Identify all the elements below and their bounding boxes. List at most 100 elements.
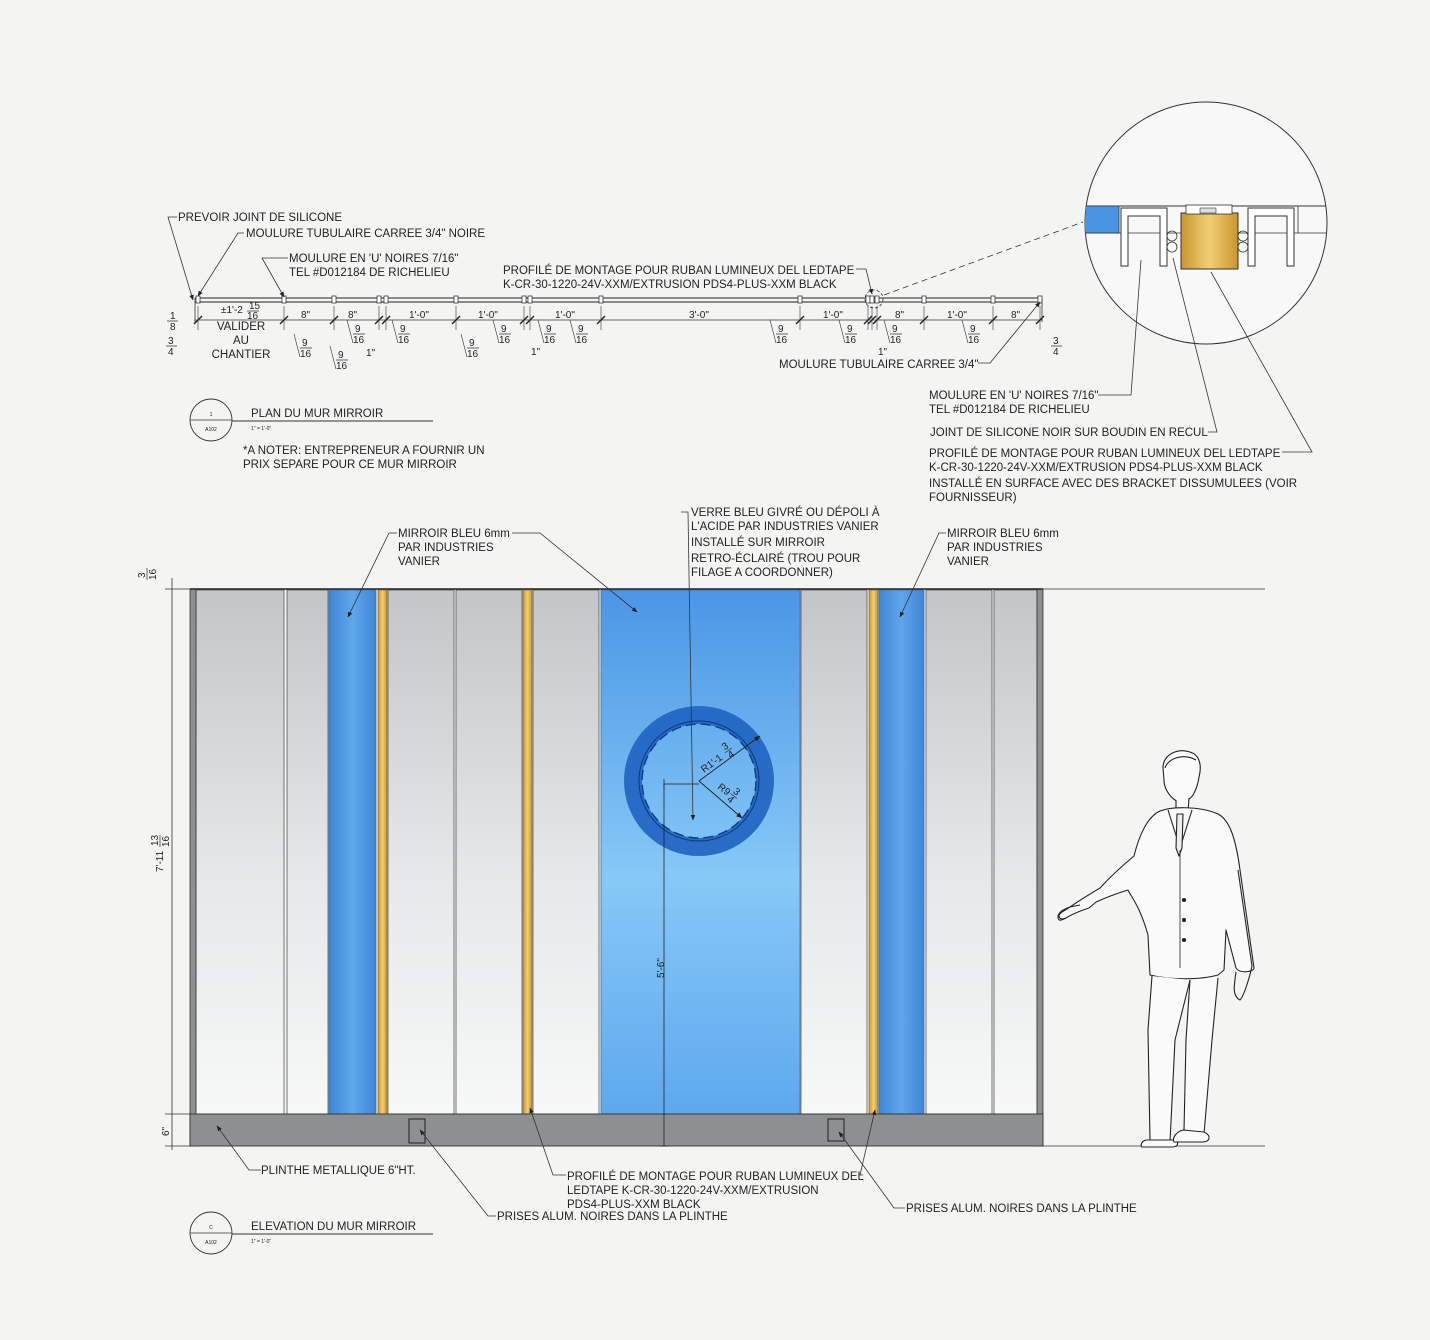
note-glass-line5: FILAGE A COORDONNER) [691, 567, 833, 579]
plan-mullion [521, 295, 527, 304]
dim-one-inch-right: 1" [878, 347, 888, 358]
detail-led-profile [1180, 212, 1239, 270]
dim-top-num: 3 [137, 572, 148, 578]
detail-backer-rod-left [1166, 230, 1178, 242]
detail-callout-leader [883, 221, 1084, 296]
detail-mirror-edge [1085, 205, 1120, 234]
plan-dimensions: ±1'-2 15 16 8" 8" 1'-0" 1'-0" 1'-0" 3'-0… [166, 301, 1062, 372]
dim-right-den: 4 [1053, 347, 1059, 358]
plan-mullion [281, 295, 287, 304]
plan-fraction-denominator: 16 [467, 349, 479, 360]
plan-fraction-leader [961, 319, 969, 344]
note-u-molding-line2: TEL #D012184 DE RICHELIEU [289, 267, 450, 279]
plan-fraction-denominator: 16 [336, 361, 348, 372]
plan-mullion [865, 295, 871, 304]
note-glass-line2: L'ACIDE PAR INDUSTRIES VANIER [691, 521, 879, 533]
plan-title-block: 1 A102 PLAN DU MUR MIRROIR 1" = 1'-0" *A… [189, 398, 485, 471]
note-mirror-right-line1: MIRROIR BLEU 6mm [947, 528, 1059, 540]
elevation-title-block: C A102 ELEVATION DU MUR MIRROIR 1" = 1'-… [189, 1211, 433, 1255]
plan-fraction-denominator: 16 [353, 335, 365, 346]
note-u-molding-line1: MOULURE EN 'U' NOIRES 7/16" [289, 253, 459, 265]
detail-u-channel-right [1247, 207, 1295, 267]
led-strip [522, 589, 533, 1115]
dim-5: 1'-0" [555, 310, 575, 321]
note-profile-line2: K-CR-30-1220-24V-XXM/EXTRUSION PDS4-PLUS… [503, 279, 837, 291]
side-trim-right [1036, 588, 1044, 1147]
plan-fraction-numerator: 9 [501, 324, 507, 335]
plan-fraction-leader [293, 333, 301, 358]
dim-6: 3'-0" [689, 310, 709, 321]
detail-backer-rod-right [1237, 230, 1249, 242]
elevation-tag-letter: C [209, 1225, 213, 1231]
dim-3: 1'-0" [409, 310, 429, 321]
plan-mullion [376, 295, 382, 304]
plan-fraction-leader [346, 319, 354, 344]
note-au: AU [233, 335, 249, 347]
dim-inner-radius-den: 4 [725, 794, 737, 806]
dim-left-top-den: 8 [170, 322, 176, 333]
dim-left-bot-num: 3 [168, 336, 174, 347]
plan-mullion [1037, 295, 1043, 304]
note-mirror-left-line2: PAR INDUSTRIES [398, 542, 494, 554]
detail-profile-line1: PROFILÉ DE MONTAGE POUR RUBAN LUMINEUX D… [929, 447, 1281, 460]
note-glass-line4: RETRO-ÉCLAIRÉ (TROU POUR [691, 552, 860, 565]
note-outlets-left: PRISES ALUM. NOIRES DANS LA PLINTHE [497, 1211, 728, 1223]
dim-first-den: 16 [247, 311, 259, 322]
note-mirror-left-line3: VANIER [398, 556, 440, 568]
dim-outer-radius-num: 3 [720, 741, 731, 753]
plan-mullion [869, 295, 875, 304]
plan-scale: 1" = 1'-0" [251, 426, 271, 432]
dim-1: 8" [301, 310, 311, 321]
note-profile-line1: PROFILÉ DE MONTAGE POUR RUBAN LUMINEUX D… [503, 264, 855, 277]
plan-fraction-numerator: 9 [469, 338, 475, 349]
grey-mirror-panel [532, 589, 600, 1115]
note-chantier: CHANTIER [212, 349, 271, 361]
note-baseboard: PLINTHE METALLIQUE 6"HT. [261, 1165, 416, 1177]
dim-4: 1'-0" [478, 310, 498, 321]
note-glass-line1: VERRE BLEU GIVRÉ OU DÉPOLI À [691, 506, 880, 519]
plan-fraction-denominator: 16 [398, 335, 410, 346]
plan-dimension-ticks [193, 306, 1045, 330]
note-profile-elev-line3: PDS4-PLUS-XXM BLACK [567, 1199, 701, 1211]
dim-one-inch-mid: 1" [531, 347, 541, 358]
plan-title: PLAN DU MUR MIRROIR [251, 408, 383, 420]
plan-fraction-denominator: 16 [544, 335, 556, 346]
plan-fraction-numerator: 9 [578, 324, 584, 335]
note-profile-elev-line2: LEDTAPE K-CR-30-1220-24V-XXM/EXTRUSION [567, 1185, 819, 1197]
dim-height-den: 16 [161, 835, 172, 847]
detail-callout-circle [864, 289, 884, 309]
grey-mirror-panel [387, 589, 455, 1115]
glass-ring [624, 706, 774, 856]
outlet-right [827, 1118, 845, 1142]
human-scale-figure [1057, 750, 1255, 1148]
plan-fraction-numerator: 9 [355, 324, 361, 335]
grey-mirror-panel [993, 589, 1038, 1115]
grey-mirror-panel [286, 589, 329, 1115]
dim-center-height: 5'-6" [656, 958, 667, 978]
elevation-scale: 1" = 1'-0" [251, 1239, 271, 1245]
note-profile-elev-line1: PROFILÉ DE MONTAGE POUR RUBAN LUMINEUX D… [567, 1170, 865, 1183]
dim-first-whole: ±1'-2 [221, 305, 243, 316]
wall-elevation [189, 588, 1265, 1147]
note-mirror-right-line2: PAR INDUSTRIES [947, 542, 1043, 554]
elevation-title: ELEVATION DU MUR MIRROIR [251, 1221, 416, 1233]
plan-note-line2: PRIX SEPARE POUR CE MUR MIRROIR [243, 459, 457, 471]
dim-9: 1'-0" [947, 310, 967, 321]
plan-fraction-denominator: 16 [968, 335, 980, 346]
outlet-left [408, 1118, 426, 1144]
detail-profile-line4: FOURNISSEUR) [929, 492, 1017, 504]
side-trim-left [189, 588, 197, 1147]
grey-mirror-panel [455, 589, 523, 1115]
plan-tag-number: 1 [210, 412, 213, 418]
grey-mirror-panel [800, 589, 868, 1115]
dim-8: 8" [895, 310, 905, 321]
plan-mullion [797, 295, 803, 304]
plan-fraction-leader [537, 319, 545, 344]
blue-mirror-panel-left [328, 589, 377, 1115]
dim-first-num: 15 [249, 301, 261, 312]
dim-one-inch-left: 1" [366, 348, 376, 359]
dim-left-bot-den: 4 [168, 347, 174, 358]
elevation-annotations: VERRE BLEU GIVRÉ OU DÉPOLI À L'ACIDE PAR… [216, 506, 1137, 1223]
plan-fraction-leader [329, 345, 337, 370]
